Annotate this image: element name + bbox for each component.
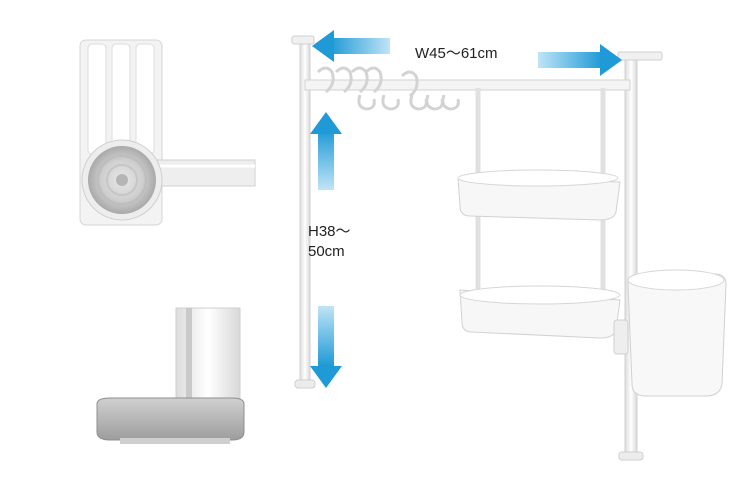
rack-frame [291, 35, 727, 461]
height-arrow-down [310, 306, 342, 388]
height-dimension-line2: 50cm [308, 243, 345, 260]
top-bracket-detail [79, 39, 256, 226]
width-arrow-left [312, 30, 390, 62]
base-foot-detail [96, 307, 245, 444]
upper-basket [457, 169, 621, 221]
height-arrow-up [310, 112, 342, 190]
lower-basket [459, 285, 621, 339]
width-arrow-right [538, 44, 622, 76]
width-dimension-label: W45～61cm [415, 45, 498, 62]
height-dimension-line1: H38～ [308, 223, 351, 240]
height-dimension-label: H38～ 50cm [308, 222, 351, 262]
s-hooks [316, 66, 460, 111]
utility-cup [613, 269, 727, 397]
